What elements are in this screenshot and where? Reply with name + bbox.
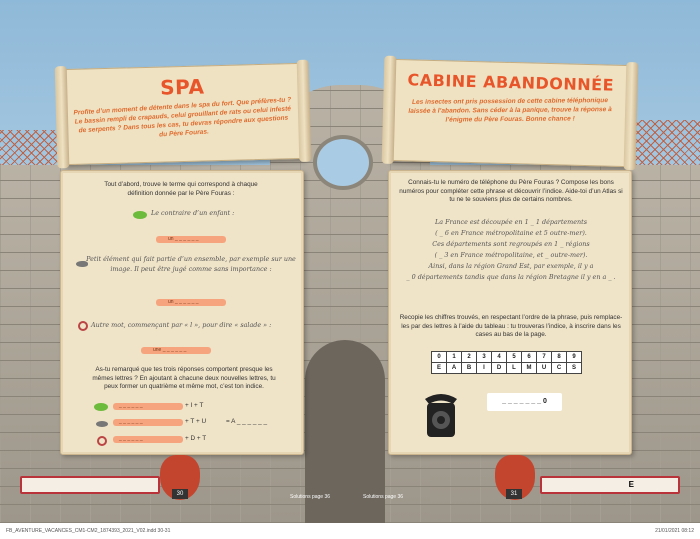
letter-cell: U xyxy=(536,362,552,374)
riddle-line-4: ( _ 3 en France métropolitaine, et _ out… xyxy=(434,251,588,259)
phone-number-field[interactable]: _ _ _ _ _ _ _ 0 xyxy=(487,393,562,411)
spa-panel: Tout d’abord, trouve le terme qui corres… xyxy=(60,170,304,455)
definition-3: Autre mot, commençant par « l », pour di… xyxy=(91,321,272,329)
print-footer: FB_AVENTURE_VACANCES_CM1-CM2_1874393_202… xyxy=(0,523,700,539)
riddle-line-6: _ 0 départements tandis que dans la régi… xyxy=(406,273,616,281)
telephone-icon xyxy=(423,389,459,439)
spa-question-combine: As-tu remarqué que tes trois réponses co… xyxy=(92,366,276,390)
answer-1-field[interactable]: un _ _ _ _ _ _ xyxy=(156,236,226,243)
riddle-line-5: Ainsi, dans la région Grand Est, par exe… xyxy=(428,262,594,270)
digit-cell: 8 xyxy=(551,351,567,363)
cabin-question-intro: Connais-tu le numéro de téléphone du Pèr… xyxy=(399,179,623,203)
digit-cell: 1 xyxy=(446,351,462,363)
digit-row: 0 1 2 3 4 5 6 7 8 9 xyxy=(431,351,582,363)
file-info: FB_AVENTURE_VACANCES_CM1-CM2_1874393_202… xyxy=(6,528,171,534)
definition-1: Le contraire d’un enfant : xyxy=(151,209,235,217)
letter-cell: C xyxy=(551,362,567,374)
plus-letters-3: + D + T xyxy=(185,435,207,442)
arch-doorway xyxy=(305,340,385,523)
riddle-line-2: ( _ 6 en France métropolitaine et 5 outr… xyxy=(435,229,587,237)
cipher-table: 0 1 2 3 4 5 6 7 8 9 E A B I D L M U C xyxy=(431,351,582,374)
rat-icon xyxy=(76,261,88,267)
plus-letters-2: + T + U xyxy=(185,418,207,425)
letter-cell: I xyxy=(476,362,492,374)
definition-2: Petit élément qui fait partie d’un ensem… xyxy=(86,255,296,273)
answer-3-field[interactable]: une _ _ _ _ _ _ xyxy=(141,347,211,354)
digit-cell: 3 xyxy=(476,351,492,363)
spa-title-scroll: SPA Profite d’un moment de détente dans … xyxy=(61,62,305,166)
snake-icon xyxy=(78,321,88,331)
frog-icon-small xyxy=(94,403,108,411)
solutions-left: Solutions page 36 xyxy=(290,494,331,500)
answer-bar-right[interactable]: E xyxy=(540,476,680,494)
digit-cell: 2 xyxy=(461,351,477,363)
cabin-riddle: La France est découpée en 1 _ 1 départem… xyxy=(397,217,625,283)
letter-row: E A B I D L M U C S xyxy=(431,362,582,374)
spa-question-intro: Tout d’abord, trouve le terme qui corres… xyxy=(104,181,258,197)
print-date: 21/01/2021 08:12 xyxy=(655,528,694,534)
result-field[interactable]: = A _ _ _ _ _ _ xyxy=(226,418,268,425)
cabin-question-decode: Recopie les chiffres trouvés, en respect… xyxy=(399,314,623,338)
letter-cell: D xyxy=(491,362,507,374)
digit-cell: 6 xyxy=(521,351,537,363)
rat-icon-small xyxy=(96,421,108,427)
digit-cell: 4 xyxy=(491,351,507,363)
answer-bar-left xyxy=(20,476,160,494)
letter-cell: E xyxy=(431,362,447,374)
page-number-right: 31 xyxy=(506,489,522,499)
combine-field-3[interactable]: _ _ _ _ _ _ xyxy=(113,436,183,443)
letter-cell: M xyxy=(521,362,537,374)
letter-cell: B xyxy=(461,362,477,374)
riddle-line-3: Ces départements sont regroupés en 1 _ r… xyxy=(432,240,590,248)
digit-cell: 9 xyxy=(566,351,582,363)
letter-cell: A xyxy=(446,362,462,374)
round-window xyxy=(313,135,373,190)
snake-icon-small xyxy=(97,436,107,446)
letter-cell: S xyxy=(566,362,582,374)
digit-cell: 5 xyxy=(506,351,522,363)
digit-cell: 0 xyxy=(431,351,447,363)
combine-field-1[interactable]: _ _ _ _ _ _ xyxy=(113,403,183,410)
digit-cell: 7 xyxy=(536,351,552,363)
answer-2-field[interactable]: un _ _ _ _ _ _ xyxy=(156,299,226,306)
riddle-line-1: La France est découpée en 1 _ 1 départem… xyxy=(435,218,587,226)
solutions-right: Solutions page 36 xyxy=(363,494,404,500)
combine-field-2[interactable]: _ _ _ _ _ _ xyxy=(113,419,183,426)
cabin-panel: Connais-tu le numéro de téléphone du Pèr… xyxy=(388,170,632,455)
letter-cell: L xyxy=(506,362,522,374)
plus-letters-1: + I + T xyxy=(185,402,204,409)
cabin-intro: Les insectes ont pris possession de cett… xyxy=(408,97,612,124)
frog-icon xyxy=(133,211,147,219)
page-number-left: 30 xyxy=(172,489,188,499)
cabin-title-scroll: CABINE ABANDONNÉE Les insectes ont pris … xyxy=(388,58,632,168)
